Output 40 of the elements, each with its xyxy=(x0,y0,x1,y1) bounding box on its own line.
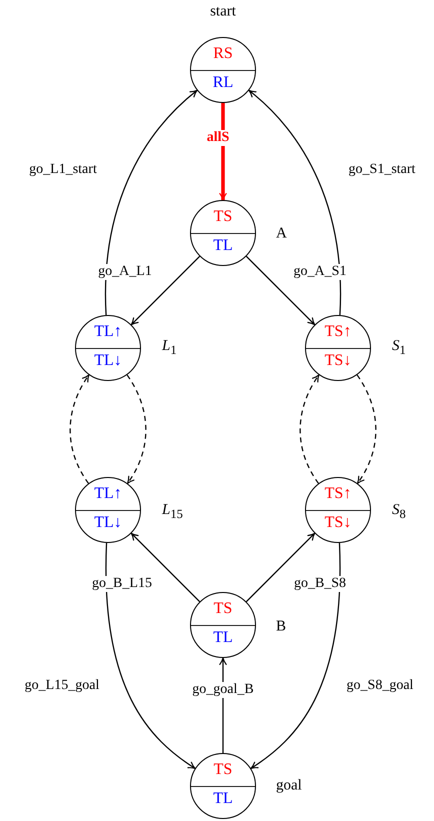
edge-label: go_A_S1 xyxy=(292,264,348,280)
state-circle xyxy=(190,200,256,266)
state-name: goal xyxy=(276,778,302,794)
edge-label: go_goal_B xyxy=(191,682,255,698)
edge-label: allS xyxy=(206,130,230,146)
state-name: A xyxy=(276,226,287,242)
state-label: TL↑ xyxy=(93,323,123,341)
edge-label: go_S8_goal xyxy=(346,678,414,694)
state-label: RL xyxy=(212,74,234,92)
edge-label: go_B_S8 xyxy=(292,576,348,592)
state-label: TS↓ xyxy=(324,514,352,532)
state-name: L$_{1}$ xyxy=(162,338,177,358)
state-circle xyxy=(75,477,141,543)
state-label: TL xyxy=(212,790,234,808)
state-label: TS↑ xyxy=(324,323,352,341)
state-circle xyxy=(305,315,371,381)
state-circle xyxy=(190,592,256,658)
state-name: S$_{1}$ xyxy=(392,338,406,358)
state-circle xyxy=(75,315,141,381)
state-circle xyxy=(305,477,371,543)
state-name: S$_{8}$ xyxy=(392,502,406,522)
edge-label: go_L1_start xyxy=(28,162,98,178)
state-label: TL xyxy=(212,237,234,255)
state-label: TL xyxy=(212,629,234,647)
edge-label: go_L15_goal xyxy=(24,678,100,694)
edge-label: go_A_L1 xyxy=(97,264,153,280)
state-name: start xyxy=(210,4,236,20)
state-name: B xyxy=(276,618,286,636)
state-label: TS↑ xyxy=(324,485,352,503)
edge-label: go_B_L15 xyxy=(91,576,153,592)
state-label: TL↑ xyxy=(93,485,123,503)
state-label: TS xyxy=(212,600,234,618)
state-name: L$_{15}$ xyxy=(162,502,183,522)
state-label: TS↓ xyxy=(324,352,352,370)
state-label: TS xyxy=(212,208,234,226)
edge-label: go_S1_start xyxy=(348,162,416,178)
state-label: TL↓ xyxy=(93,514,123,532)
state-label: RS xyxy=(212,45,234,63)
state-label: TL↓ xyxy=(93,352,123,370)
state-label: TS xyxy=(212,761,234,779)
